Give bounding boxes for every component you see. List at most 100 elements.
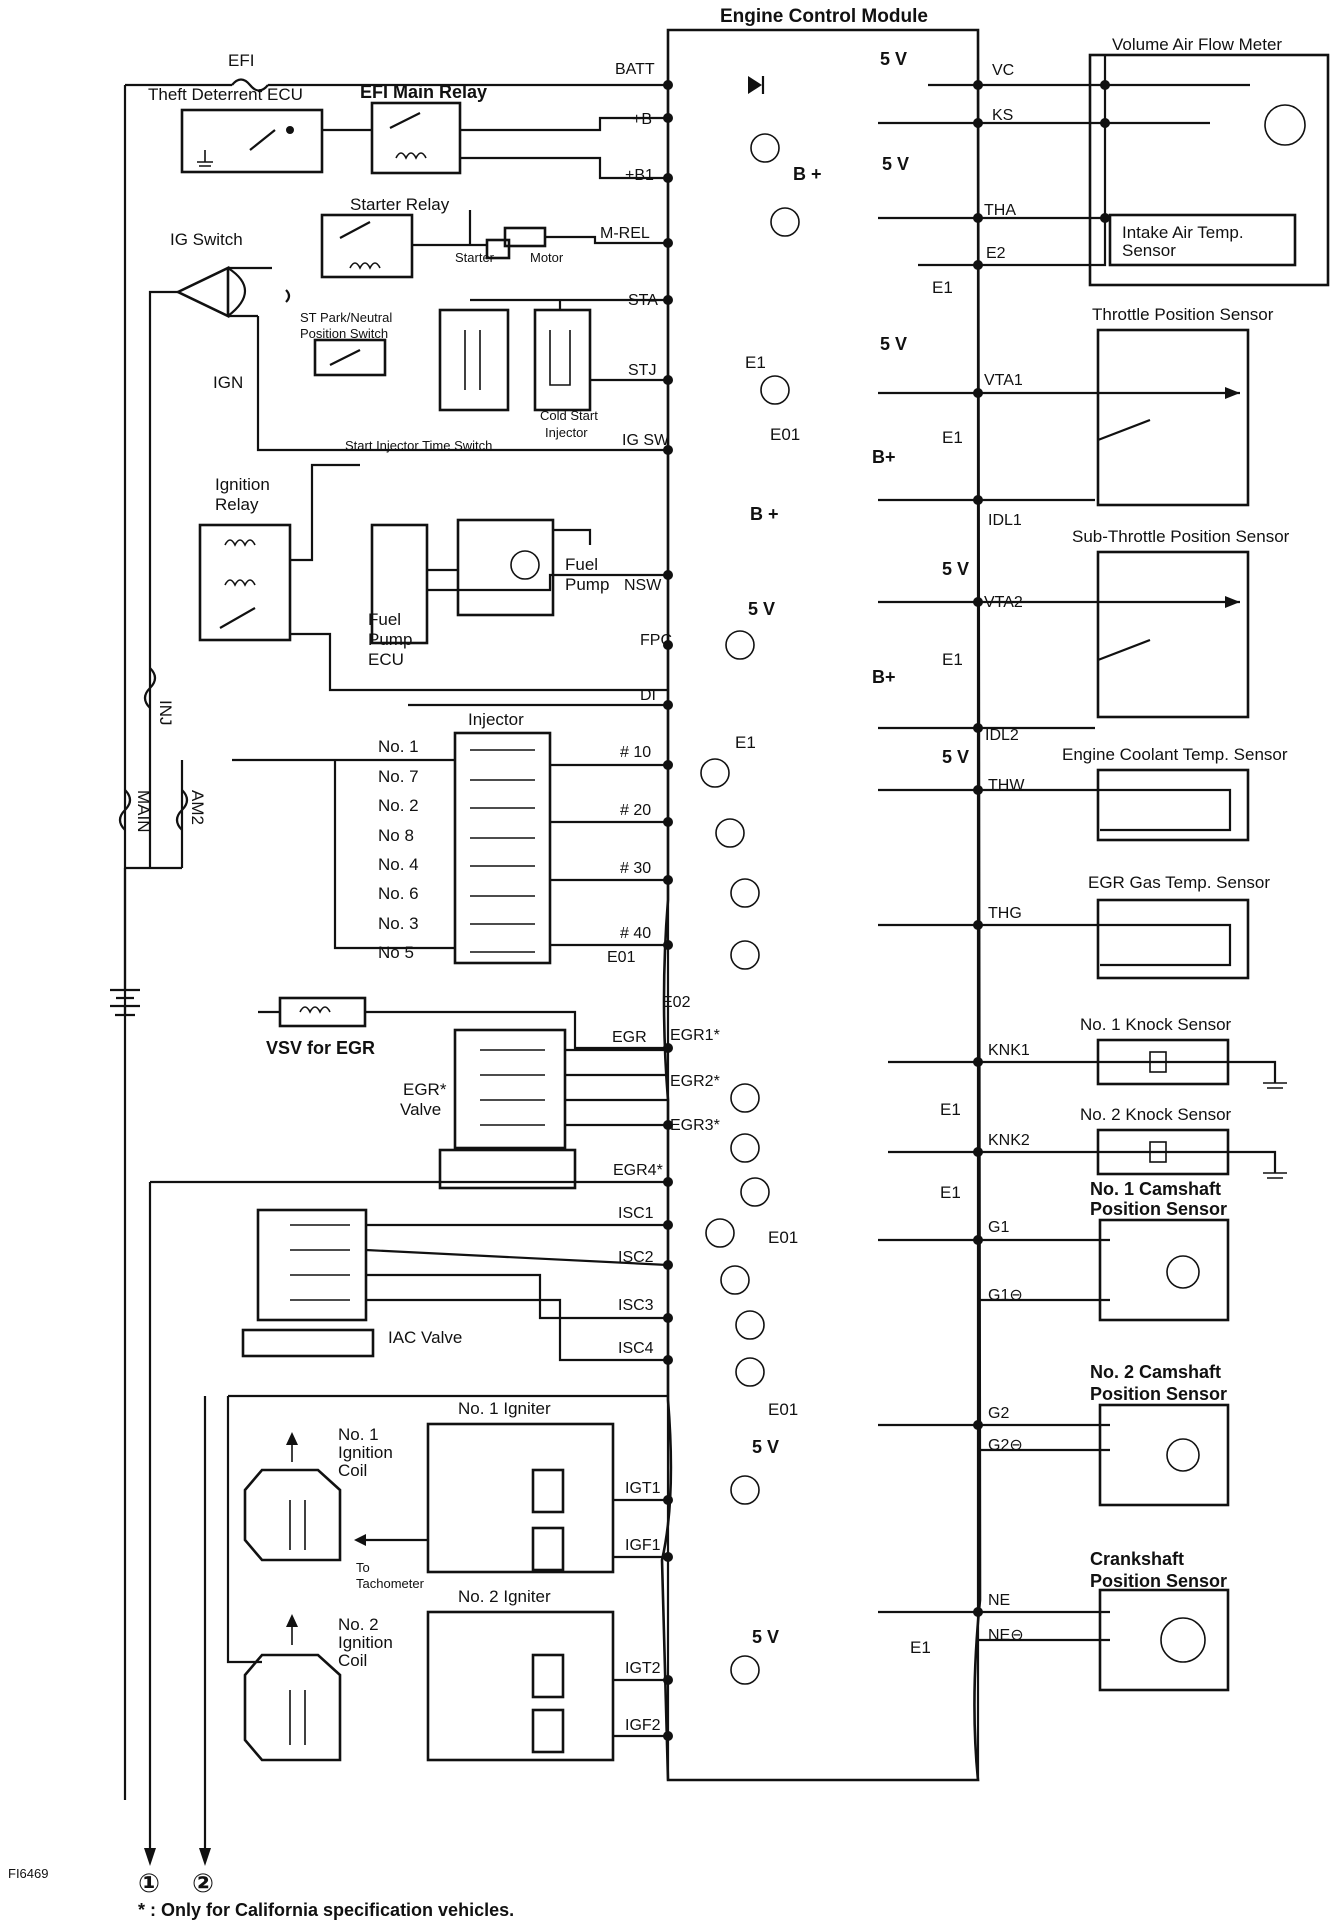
pin-igf1: IGF1	[625, 1537, 661, 1554]
egr-valve-label-1: EGR*	[403, 1080, 447, 1099]
injector-no2: No. 2	[378, 796, 419, 815]
no2-coil-l3: Coil	[338, 1651, 367, 1670]
pin-n30: # 30	[620, 860, 651, 877]
footnote: * : Only for California specification ve…	[138, 1900, 514, 1920]
no1-igniter-label: No. 1 Igniter	[458, 1399, 551, 1418]
inner-5v-tha: 5 V	[882, 154, 909, 174]
pin-thw: THW	[988, 777, 1025, 794]
power-section: EFI Theft Deterrent ECU EFI Main Relay +…	[110, 51, 765, 1800]
position-switch-label: Position Switch	[300, 326, 388, 341]
pin-egr: EGR	[612, 1029, 647, 1046]
no1-coil-l3: Coil	[338, 1461, 367, 1480]
cam1-label-1: No. 1 Camshaft	[1090, 1179, 1221, 1199]
inner-5v-fpc: 5 V	[748, 599, 775, 619]
figure-id: FI6469	[8, 1866, 48, 1881]
pin-ne-minus: NE⊖	[988, 1627, 1024, 1644]
ecm-body: Engine Control Module	[660, 6, 982, 1782]
coolant-label: Engine Coolant Temp. Sensor	[1062, 745, 1288, 764]
connector-1: ①	[138, 1868, 160, 1898]
pin-idl1: IDL1	[988, 512, 1022, 529]
to-tach-1: To	[356, 1560, 370, 1575]
inner-e1-knk2: E1	[940, 1183, 961, 1202]
pin-plus-b1: +B1	[625, 167, 654, 184]
pin-ks: KS	[992, 107, 1013, 124]
injector-no4: No. 4	[378, 855, 419, 874]
starter-label: Starter	[455, 250, 495, 265]
pin-g1-minus: G1⊖	[988, 1287, 1023, 1304]
no2-igniter-label: No. 2 Igniter	[458, 1587, 551, 1606]
egr-section: VSV for EGR EGR EGR* Valve EGR1* EGR2* E…	[150, 996, 720, 1190]
pin-isc3: ISC3	[618, 1297, 654, 1314]
pin-igt2: IGT2	[625, 1660, 661, 1677]
injector-no1: No. 1	[378, 737, 419, 756]
pin-plus-b: +B	[632, 111, 652, 128]
inner-e1-knk1: E1	[940, 1100, 961, 1119]
pin-e2: E2	[986, 245, 1006, 262]
pin-ne: NE	[988, 1592, 1010, 1609]
pin-nsw: NSW	[624, 577, 662, 594]
cold-start-label: Cold Start	[540, 408, 598, 423]
pin-m-rel: M-REL	[600, 225, 650, 242]
pin-egr4: EGR4*	[613, 1162, 663, 1179]
ecm-inner-right: 5 V 5 V E1 5 V E1 B+ 5 V E1 B+ 5 V E1 E1…	[872, 49, 983, 1780]
pin-isc2: ISC2	[618, 1249, 654, 1266]
am2-fuse-label: AM2	[188, 790, 207, 825]
intake-label-1: Intake Air Temp.	[1122, 223, 1244, 242]
inner-e01-isc: E01	[768, 1228, 798, 1247]
pin-vc: VC	[992, 62, 1014, 79]
sub-tps-label: Sub-Throttle Position Sensor	[1072, 527, 1290, 546]
pin-tha: THA	[984, 202, 1016, 219]
inner-b-plus-idl1: B+	[872, 447, 896, 467]
ecm-inner-left: B + E1 E01 B + 5 V E1 E01 E01 5 V 5 V	[663, 60, 822, 1780]
ecm-pins-right: VC KS THA E2 VTA1 IDL1 VTA2 IDL2 THW THG…	[984, 62, 1030, 1644]
pin-igf2: IGF2	[625, 1717, 661, 1734]
ignition-section: No. 1 Igniter IGT1 IGF1 No. 2 Igniter IG…	[138, 1182, 668, 1898]
knock1-label: No. 1 Knock Sensor	[1080, 1015, 1232, 1034]
inj-fuse-label: INJ	[156, 700, 175, 726]
pin-g1: G1	[988, 1219, 1009, 1236]
pin-n40: # 40	[620, 925, 651, 942]
fuel-pump-ecu-3: ECU	[368, 650, 404, 669]
inner-e1-ne: E1	[910, 1638, 931, 1657]
cam1-label-2: Position Sensor	[1090, 1199, 1227, 1219]
to-tach-2: Tachometer	[356, 1576, 425, 1591]
no2-coil-l2: Ignition	[338, 1633, 393, 1652]
inner-e1-di: E1	[735, 733, 756, 752]
ignition-label: Ignition	[215, 475, 270, 494]
inner-e01-stj: E01	[770, 425, 800, 444]
no1-coil-l1: No. 1	[338, 1425, 379, 1444]
pin-sta: STA	[628, 292, 658, 309]
iac-section: IAC Valve ISC1 ISC2 ISC3 ISC4	[241, 1205, 669, 1362]
theft-ecu-label: Theft Deterrent ECU	[148, 85, 303, 104]
injector-no3: No. 3	[378, 914, 419, 933]
inner-5v-vta2: 5 V	[942, 559, 969, 579]
tps-label: Throttle Position Sensor	[1092, 305, 1274, 324]
efi-fuse-label: EFI	[228, 51, 254, 70]
pin-batt: BATT	[615, 61, 655, 78]
pin-vta1: VTA1	[984, 372, 1023, 389]
injector-title: Injector	[468, 710, 524, 729]
pin-thg: THG	[988, 905, 1022, 922]
cold-start-injector-label: Injector	[545, 425, 588, 440]
pin-knk2: KNK2	[988, 1132, 1030, 1149]
st-park-label: ST Park/Neutral	[300, 310, 392, 325]
inner-5v-vta1: 5 V	[880, 334, 907, 354]
inner-5v-igt2: 5 V	[752, 1627, 779, 1647]
inner-5v-vc: 5 V	[880, 49, 907, 69]
efi-main-relay-label: EFI Main Relay	[360, 82, 487, 102]
no2-coil-l1: No. 2	[338, 1615, 379, 1634]
pin-egr3: EGR3*	[670, 1117, 720, 1134]
pin-idl2: IDL2	[985, 727, 1019, 744]
fuel-pump-ecu-2: Pump	[368, 630, 412, 649]
pin-isc4: ISC4	[618, 1340, 654, 1357]
knock2-label: No. 2 Knock Sensor	[1080, 1105, 1232, 1124]
pin-egr1: EGR1*	[670, 1027, 720, 1044]
sensors: Volume Air Flow Meter Intake Air Temp. S…	[978, 35, 1330, 1692]
pin-e02: E02	[662, 994, 691, 1011]
inner-5v-igt1: 5 V	[752, 1437, 779, 1457]
injector-no5: No 5	[378, 943, 414, 962]
main-fuse-label: MAIN	[134, 790, 153, 833]
ecm-title: Engine Control Module	[720, 6, 928, 27]
efi-main-relay-box	[370, 101, 462, 175]
